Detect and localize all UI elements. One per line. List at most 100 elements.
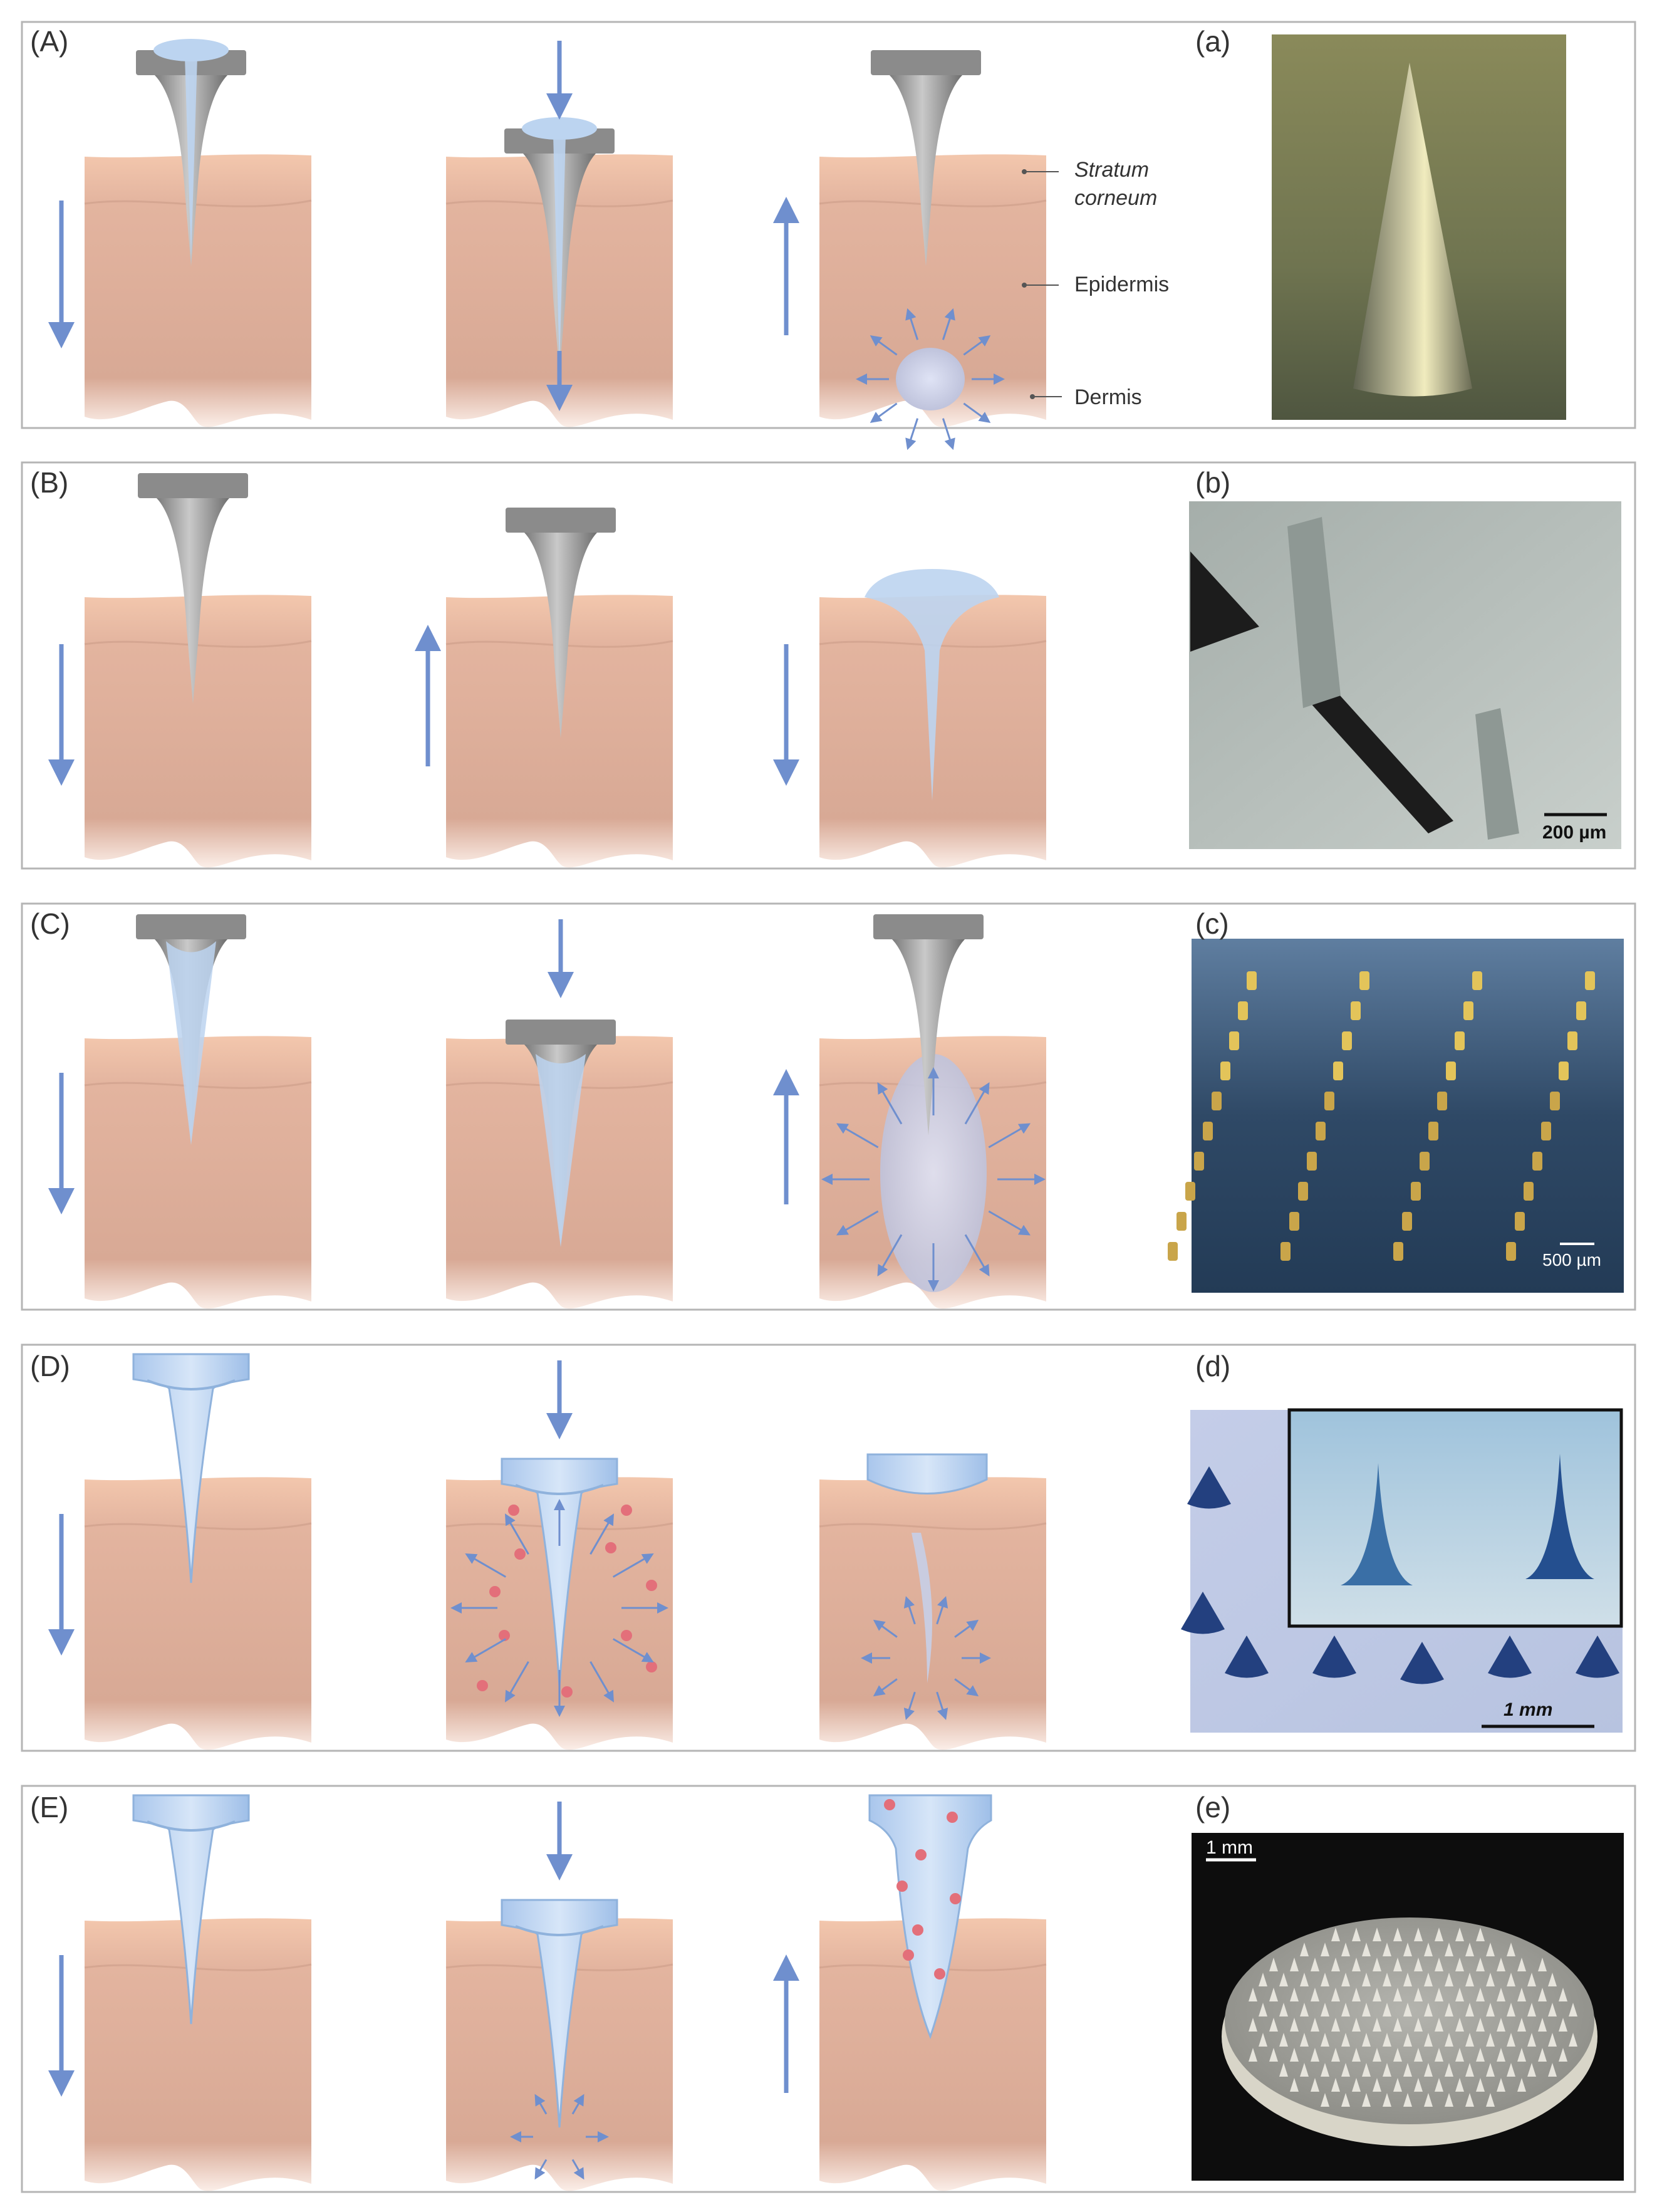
coated-needle: [1212, 1092, 1222, 1110]
array-spike: [1290, 2048, 1299, 2062]
skin-tissue: [446, 595, 673, 868]
needle-C3: [873, 914, 984, 1135]
array-spike: [1517, 2018, 1526, 2032]
array-spike: [1435, 2078, 1443, 2092]
photo-label-e: (e): [1195, 1791, 1230, 1823]
array-spike: [1331, 2048, 1340, 2062]
dyed-needle: [1312, 1636, 1356, 1678]
array-spike: [1414, 2078, 1423, 2092]
needle-shaft: [890, 75, 962, 266]
array-spike: [1279, 2003, 1288, 2016]
array-spike: [1362, 2003, 1371, 2016]
coated-needle: [1247, 971, 1257, 990]
diffusion-arrow: [612, 1638, 654, 1663]
array-spike: [1548, 2003, 1557, 2016]
array-spike: [1445, 1943, 1453, 1956]
array-spike: [1249, 2048, 1257, 2062]
array-spike: [1362, 1973, 1371, 1986]
needle-base-curve: [515, 1925, 604, 1936]
panel-label-B: (B): [30, 466, 68, 499]
diffusion-arrow: [534, 2159, 548, 2180]
array-spike: [1497, 1988, 1505, 2001]
dyed-needle: [1181, 1592, 1225, 1634]
diffusion-arrow: [936, 1596, 948, 1625]
diffusion-C3: [821, 1067, 1046, 1291]
drug-reservoir-A1: [153, 39, 229, 61]
array-spike: [1486, 2093, 1495, 2107]
array-spike: [1403, 1973, 1412, 1986]
particle: [646, 1661, 657, 1672]
diffusion-arrow: [505, 1661, 529, 1703]
array-spike: [1341, 2063, 1350, 2077]
photo-e: [1192, 1833, 1624, 2181]
array-spike: [1486, 1943, 1495, 1956]
epidermis-label: Epidermis: [1074, 273, 1169, 296]
particle: [912, 1924, 923, 1936]
array-spike: [1486, 2033, 1495, 2047]
array-spike: [1341, 1943, 1350, 1956]
needle-hub: [873, 914, 984, 939]
coated-needle: [1280, 1242, 1291, 1261]
array-spike: [1455, 2048, 1464, 2062]
array-spike: [1414, 2048, 1423, 2062]
coated-needle: [1463, 1001, 1473, 1020]
photo-label-c: (c): [1195, 907, 1229, 940]
particle: [477, 1680, 488, 1691]
array-spike: [1259, 1973, 1267, 1986]
diffusion-arrow: [954, 1619, 979, 1638]
array-spike: [1435, 1988, 1443, 2001]
particle: [646, 1580, 657, 1591]
scale-bar-b-text: 200 µm: [1542, 822, 1606, 843]
array-spike: [1259, 2033, 1267, 2047]
panel-frame-B: [21, 461, 1636, 870]
array-spike: [1383, 2093, 1391, 2107]
diffusion-arrow: [988, 1123, 1031, 1149]
array-spike: [1393, 2018, 1402, 2032]
applied-drug-B3: [865, 569, 999, 801]
diffusion-arrow: [571, 2094, 584, 2115]
needle-shaft: [157, 498, 229, 704]
needle-E1: [132, 1794, 250, 2025]
diffusion-arrow: [873, 1619, 898, 1638]
diffusion-D2: [450, 1499, 668, 1717]
inset-needle2: [1525, 1454, 1594, 1579]
array-spike: [1445, 2003, 1453, 2016]
array-spike: [1352, 1958, 1361, 1971]
array-spike: [1424, 2003, 1433, 2016]
array-spike: [1424, 2063, 1433, 2077]
particle: [884, 1799, 895, 1810]
photo-b-needle2: [1475, 708, 1519, 840]
array-spike: [1403, 1943, 1412, 1956]
array-spike: [1435, 2048, 1443, 2062]
array-spike: [1383, 2063, 1391, 2077]
coated-needle: [1585, 971, 1595, 990]
panel-label-E: (E): [30, 1791, 68, 1823]
needle-A3: [871, 50, 981, 266]
diffusion-arrow: [870, 335, 898, 356]
particle: [934, 1968, 945, 1980]
array-spike: [1538, 1958, 1547, 1971]
array-spike: [1341, 2093, 1350, 2107]
panel-frame-A: [21, 21, 1636, 429]
diffusion-arrow: [905, 308, 919, 340]
array-spike: [1559, 1988, 1567, 2001]
skin-tissue: [85, 1477, 311, 1750]
coated-needle: [1316, 1122, 1326, 1140]
swollen-needle-E3: [868, 1794, 992, 2040]
diffusion-arrow: [954, 1678, 979, 1697]
skin-tissue: [819, 154, 1046, 427]
array-spike: [1435, 1928, 1443, 1941]
array-spike: [1373, 1988, 1381, 2001]
array-spike: [1352, 1988, 1361, 2001]
array-spike: [1445, 2063, 1453, 2077]
particle: [621, 1505, 632, 1516]
array-spike: [1476, 2078, 1485, 2092]
photo-b-needle1: [1287, 517, 1341, 708]
particle: [903, 1949, 914, 1961]
array-spike: [1517, 2048, 1526, 2062]
coating-C2: [536, 1054, 586, 1247]
array-spike: [1393, 2078, 1402, 2092]
skin-tissue: [85, 1036, 311, 1309]
skin-tissue: [819, 1477, 1046, 1750]
drug-depot-A3: [896, 348, 965, 410]
